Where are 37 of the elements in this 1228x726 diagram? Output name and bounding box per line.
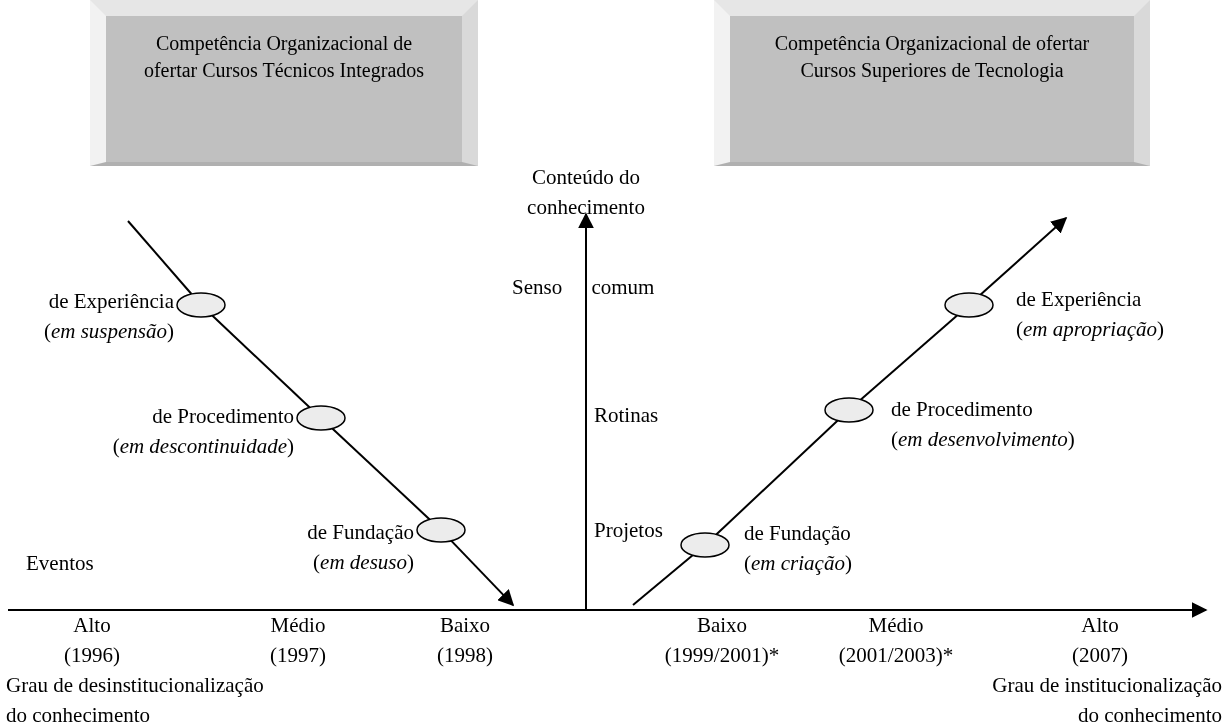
connector-line — [331, 427, 431, 521]
node-caption: de Fundação (em criação) — [744, 520, 853, 577]
beveled-box — [714, 0, 1150, 166]
node-caption: de Procedimento (em desenvolvimento) — [891, 396, 1076, 453]
arrow — [979, 216, 1068, 296]
ellipse-marker — [416, 517, 466, 543]
beveled-box — [90, 0, 478, 166]
axis-tick-label: Alto (1996) — [63, 612, 121, 669]
node-caption: de Procedimento (em descontinuidade) — [111, 403, 294, 460]
ellipse-marker — [944, 292, 994, 318]
connector-line — [127, 220, 193, 295]
axis-title: Grau de desinstitucionalização do conhecimento — [6, 672, 265, 726]
ellipse-marker — [296, 405, 346, 431]
box-title: Competência Organizacional de ofertar Cursos Técnicos Integrados — [142, 31, 426, 84]
axis-title: Grau de institucionalização do conhecimento — [991, 672, 1222, 726]
node-caption: de Experiência (em apropriação) — [1016, 286, 1165, 343]
arrow — [450, 539, 515, 607]
axis-tick-label: Alto (2007) — [1071, 612, 1129, 669]
axis-tick-label: Baixo (1999/2001)* — [663, 612, 781, 669]
connector-line — [715, 419, 839, 536]
axis-category-label: Projetos — [594, 517, 664, 544]
axis-category-label: Senso comum — [512, 274, 656, 301]
ellipse-marker — [680, 532, 730, 558]
axis-tick-label: Médio (1997) — [269, 612, 327, 669]
node-caption: de Fundação (em desuso) — [306, 519, 414, 576]
node-caption: de Experiência (em suspensão) — [42, 288, 174, 345]
box-title: Competência Organizacional de ofertar Cursos Superiores de Tecnologia — [773, 31, 1091, 84]
ellipse-marker — [176, 292, 226, 318]
connector-line — [859, 314, 959, 401]
axis-category-label: Rotinas — [594, 402, 660, 429]
connector-line — [211, 314, 311, 409]
axis-tick-label: Baixo (1998) — [436, 612, 494, 669]
axis-tick-label: Médio (2001/2003)* — [837, 612, 955, 669]
connector-line — [632, 554, 694, 606]
ellipse-marker — [824, 397, 874, 423]
axis-category-label: Conteúdo do conhecimento — [526, 164, 646, 221]
axis-category-label: Eventos — [26, 550, 95, 577]
